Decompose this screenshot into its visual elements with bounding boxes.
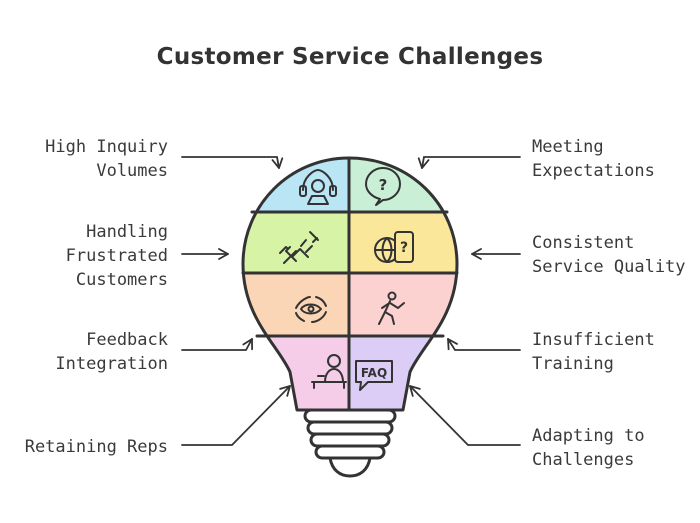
broken-plug-icon	[279, 231, 319, 264]
arrow-inquiry	[181, 156, 284, 169]
diagram-title: Customer Service Challenges	[156, 44, 544, 70]
label-retaining-reps: Retaining Reps	[24, 437, 168, 457]
label-handling-frustrated-customers: Handling Frustrated Customers	[65, 222, 168, 290]
segment-frustrated	[243, 212, 349, 273]
arrow-feedback	[181, 338, 253, 351]
label-meeting-expectations: Meeting Expectations	[532, 137, 655, 181]
training-person-icon	[378, 291, 405, 325]
segment-feedback	[243, 273, 349, 336]
bulb-base	[303, 408, 397, 478]
faq-icon: FAQ	[355, 360, 393, 391]
faq-label: FAQ	[361, 366, 387, 380]
globe-document-icon: ?	[374, 231, 414, 263]
label-high-inquiry-volumes: High Inquiry Volumes	[45, 137, 168, 181]
chat-help-icon: ?	[365, 167, 401, 206]
label-adapting-to-challenges: Adapting to Challenges	[532, 426, 645, 470]
arrow-retaining	[181, 385, 291, 446]
arrow-expectations	[417, 156, 521, 169]
segment-training	[349, 273, 457, 336]
arrow-adapting	[409, 385, 521, 446]
label-feedback-integration: Feedback Integration	[55, 330, 168, 374]
label-consistent-service-quality: Consistent Service Quality	[532, 233, 686, 277]
chat-help-question: ?	[379, 176, 388, 194]
person-desk-icon	[311, 354, 347, 389]
support-headset-icon	[299, 169, 337, 205]
eye-feedback-icon	[295, 296, 327, 323]
label-insufficient-training: Insufficient Training	[532, 330, 655, 374]
document-question: ?	[400, 240, 408, 256]
arrow-training	[447, 338, 521, 351]
